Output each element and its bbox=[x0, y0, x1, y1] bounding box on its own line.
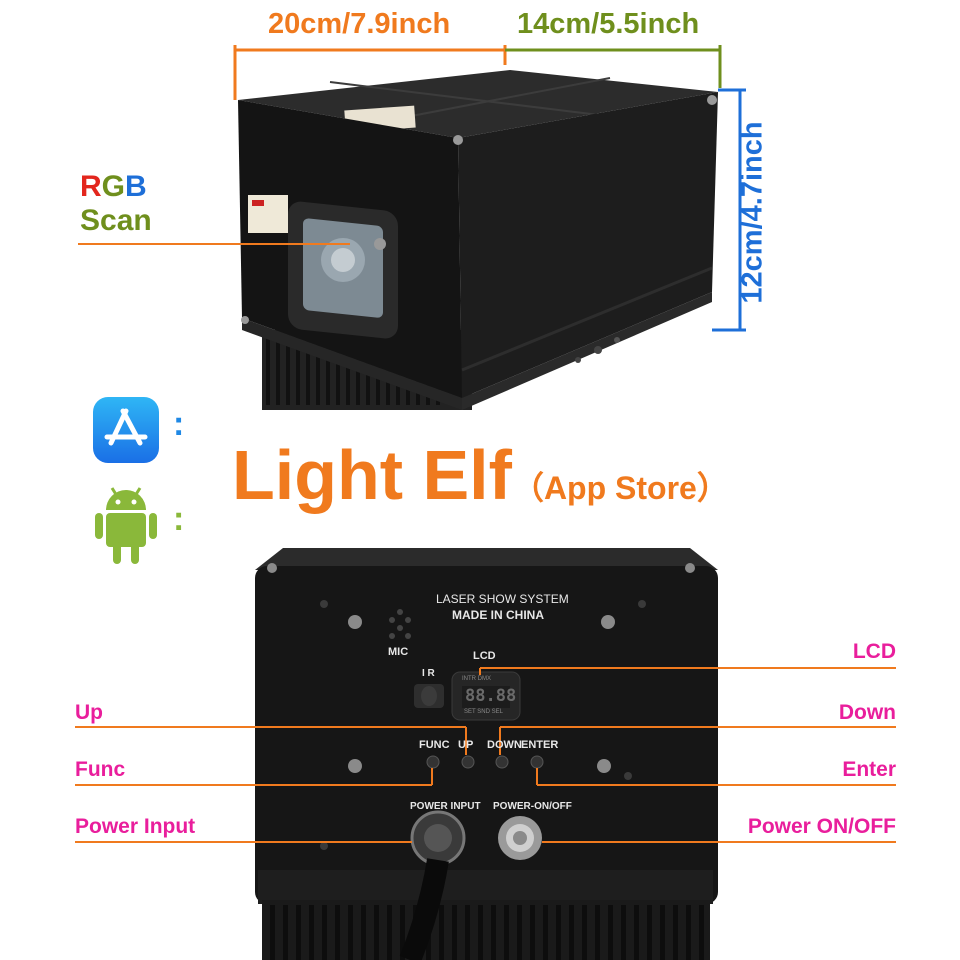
callout-up: Up bbox=[75, 701, 103, 724]
panel-title: LASER SHOW SYSTEM bbox=[436, 592, 569, 606]
panel-power-onoff-label: POWER-ON/OFF bbox=[493, 801, 572, 812]
ios-colon: : bbox=[173, 405, 185, 443]
app-store-text: （App Store） bbox=[511, 470, 729, 506]
panel-ir-label: I R bbox=[422, 668, 435, 679]
panel-up-label: UP bbox=[458, 739, 474, 751]
callout-func: Func bbox=[75, 758, 126, 781]
dimension-lines bbox=[233, 45, 746, 332]
app-name: Light Elf bbox=[232, 436, 512, 514]
right-face bbox=[458, 92, 718, 398]
panel-enter-label: ENTER bbox=[521, 739, 559, 751]
callout-down: Down bbox=[838, 701, 896, 724]
panel-lcd-label: LCD bbox=[473, 650, 496, 662]
panel-down-label: DOWN bbox=[487, 739, 522, 751]
panel-func-label: FUNC bbox=[419, 739, 450, 751]
callout-enter: Enter bbox=[842, 758, 896, 781]
laser-unit-back-illustration bbox=[255, 548, 718, 960]
lcd-bottom-text: SET SND SEL bbox=[464, 709, 503, 715]
rgb-scan-label: RGB Scan bbox=[80, 170, 152, 238]
panel-made-in: MADE IN CHINA bbox=[452, 608, 544, 622]
rgb-letter-b: B bbox=[125, 170, 147, 203]
android-colon: : bbox=[173, 500, 185, 538]
callout-power-input: Power Input bbox=[75, 815, 196, 838]
scan-text: Scan bbox=[80, 204, 152, 237]
lcd-display: 88.88 bbox=[465, 686, 517, 706]
panel-power-input-label: POWER INPUT bbox=[410, 801, 481, 812]
panel-mic-label: MIC bbox=[388, 646, 409, 658]
rgb-letter-g: G bbox=[101, 170, 126, 203]
rgb-letter-r: R bbox=[80, 170, 102, 203]
width-dimension: 14cm/5.5inch bbox=[517, 8, 700, 40]
height-dimension: 12cm/4.7inch bbox=[736, 121, 769, 304]
lcd-top-text: INTR DMX bbox=[462, 676, 491, 682]
app-name-heading: Light Elf（App Store） bbox=[232, 435, 729, 515]
callout-lines bbox=[75, 667, 896, 843]
android-icon bbox=[92, 482, 160, 566]
callout-lcd: LCD bbox=[852, 640, 896, 663]
length-dimension: 20cm/7.9inch bbox=[268, 8, 451, 40]
callout-power-onoff: Power ON/OFF bbox=[747, 815, 896, 838]
app-store-icon bbox=[93, 397, 159, 463]
